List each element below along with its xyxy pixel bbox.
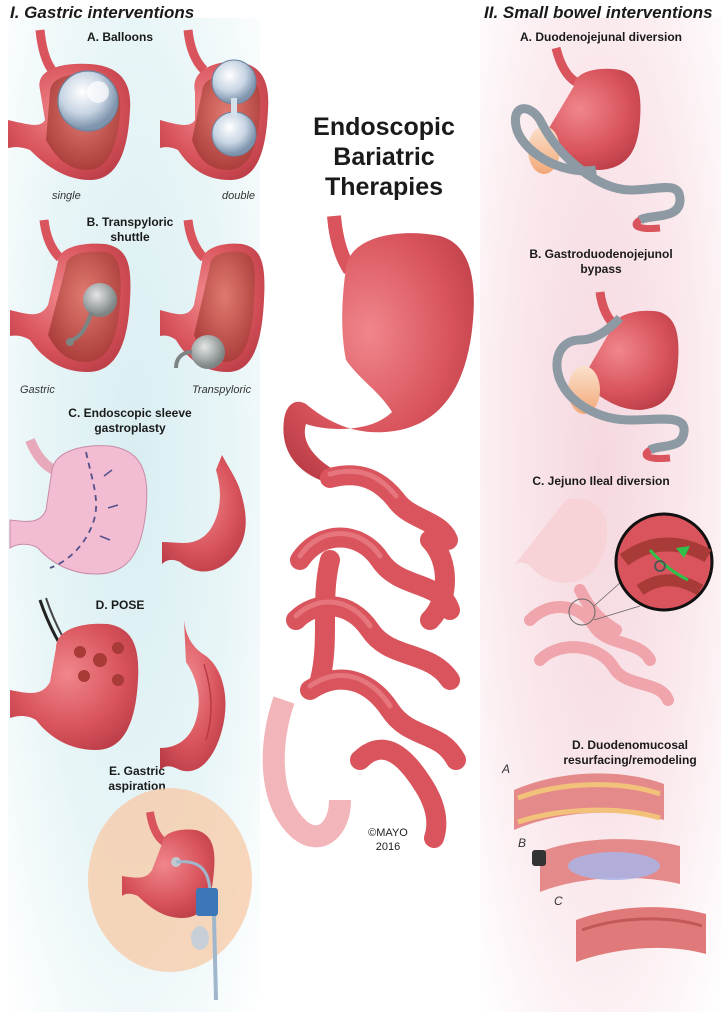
main-title-line-3: Therapies [324,173,444,201]
label-duodenomucosal-resurfacing: D. Duodenomucosal resurfacing/remodeling [540,738,720,768]
label-transpyloric-shuttle: B. Transpyloric shuttle [60,215,200,245]
central-stomach-bowel-illustration [262,215,474,848]
pose-illustration [10,597,139,750]
copyright: ©MAYO 2016 [360,826,416,854]
copyright-line-1: ©MAYO [368,827,408,839]
label-gastric-aspiration: E. Gastric aspiration [82,764,192,794]
label-line: shuttle [110,230,150,244]
balloon-single-illustration [8,29,131,180]
label-jejuno-ileal-diversion: C. Jejuno Ileal diversion [532,474,670,488]
label-line: aspiration [108,779,166,793]
label-line: C. Endoscopic sleeve [68,406,192,420]
caption-double: double [222,190,256,202]
label-line: B. Gastroduodenojejunol [529,247,673,261]
label-line: B. Transpyloric [86,215,174,229]
label-line: bypass [580,262,622,276]
caption-single: single [52,190,81,202]
label-gastroduodenojejunol-bypass: B. Gastroduodenojejunol bypass [486,247,716,277]
label-duodenojejunal-diversion: A. Duodenojejunal diversion [519,30,683,44]
duodenomucosal-resurfacing-illustration [514,773,706,962]
caption-transpyloric: Transpyloric [192,384,252,396]
main-title-line-2: Bariatric [333,143,435,171]
sleeve-gastroplasty-illustration [9,438,148,575]
caption-c: C [554,894,563,908]
label-endoscopic-sleeve-gastroplasty: C. Endoscopic sleeve gastroplasty [40,406,220,436]
label-pose: D. POSE [95,598,145,612]
gastric-aspiration-illustration [88,788,252,1001]
jejuno-ileal-diversion-illustration [512,498,714,706]
caption-a: A [502,762,511,776]
shuttle-gastric-illustration [10,219,131,372]
label-line: resurfacing/remodeling [563,753,697,767]
left-section-title: I. Gastric interventions [10,3,195,22]
label-balloons: A. Balloons [86,30,153,44]
copyright-line-2: 2016 [375,841,401,853]
main-title: Endoscopic Bariatric Therapies [296,112,472,202]
sleeve-result-illustration [162,455,246,572]
main-title-line-1: Endoscopic [313,113,455,141]
right-section-title: II. Small bowel interventions [484,3,713,22]
caption-gastric: Gastric [20,384,55,396]
shuttle-transpyloric-illustration [160,219,265,372]
duodenojejunal-diversion-illustration [510,46,685,232]
label-line: E. Gastric [108,764,166,778]
label-line: D. Duodenomucosal [571,738,688,752]
label-line: gastroplasty [94,421,166,435]
gastroduodenojejunol-bypass-illustration [552,291,689,462]
caption-b: B [518,836,527,850]
balloon-double-illustration [160,29,269,180]
pose-result-illustration [160,620,226,772]
